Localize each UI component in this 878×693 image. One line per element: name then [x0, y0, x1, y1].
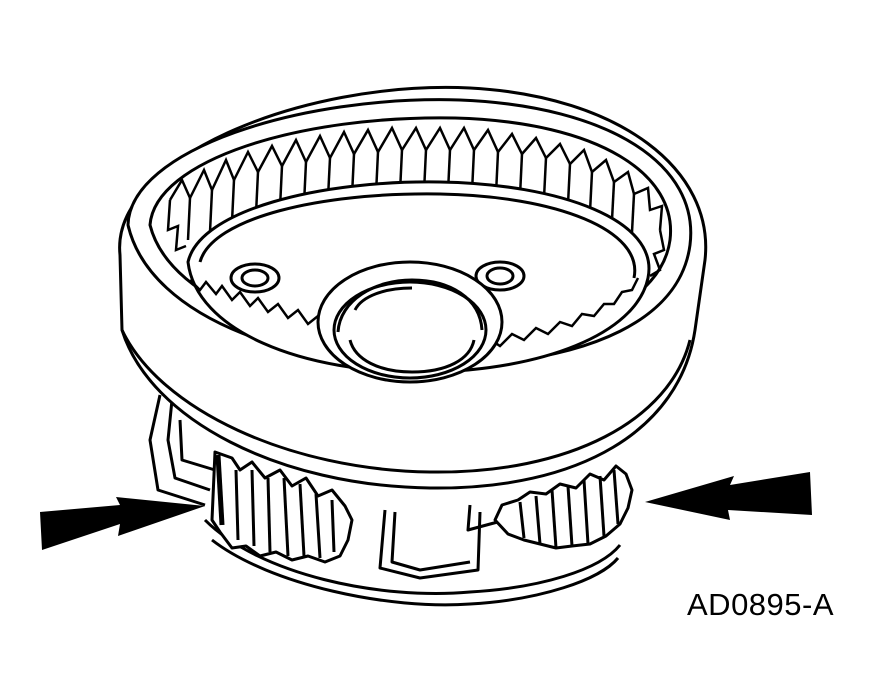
figure-id-label: AD0895-A — [687, 587, 835, 622]
planet-pinion-left — [210, 450, 354, 564]
carrier-lower-body — [148, 394, 622, 607]
arrow-right-pointer — [645, 472, 812, 520]
center-hub — [316, 260, 504, 384]
bolt-hole-right — [474, 260, 526, 292]
arrow-left-pointer — [40, 497, 205, 550]
planet-pinion-right — [493, 464, 634, 550]
bolt-hole-left — [229, 262, 281, 294]
